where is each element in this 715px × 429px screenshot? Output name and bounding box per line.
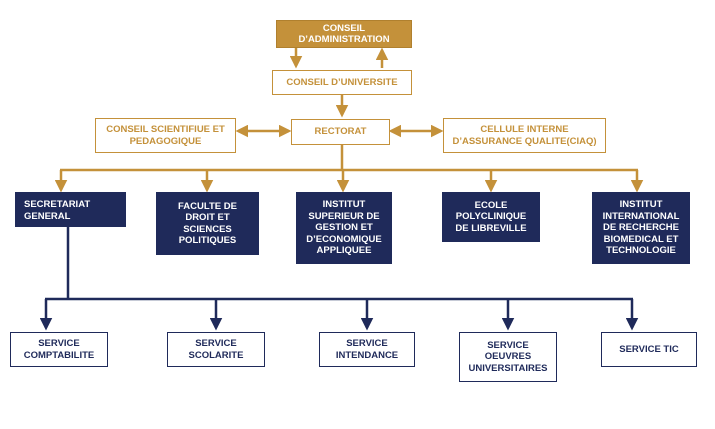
cellule-interne-ciaq-box: CELLULE INTERNE D’ASSURANCE QUALITE(CIAQ… (443, 118, 606, 153)
conseil-scientifique-box: CONSEIL SCIENTIFIUE ET PEDAGOGIQUE (95, 118, 236, 153)
conseil-universite-box: CONSEIL D’UNIVERSITE (272, 70, 412, 95)
service-tic-box: SERVICE TIC (601, 332, 697, 367)
service-comptabilite-box: SERVICE COMPTABILITE (10, 332, 108, 367)
ecole-polyclinique-box: ECOLE POLYCLINIQUE DE LIBREVILLE (442, 192, 540, 242)
service-scolarite-box: SERVICE SCOLARITE (167, 332, 265, 367)
institut-superieur-gestion-box: INSTITUT SUPERIEUR DE GESTION ET D’ECONO… (296, 192, 392, 264)
service-oeuvres-universitaires-box: SERVICE OEUVRES UNIVERSITAIRES (459, 332, 557, 382)
service-intendance-box: SERVICE INTENDANCE (319, 332, 415, 367)
institut-international-recherche-box: INSTITUT INTERNATIONAL DE RECHERCHE BIOM… (592, 192, 690, 264)
faculte-droit-box: FACULTE DE DROIT ET SCIENCES POLITIQUES (156, 192, 259, 255)
conseil-administration-box: CONSEIL D’ADMINISTRATION (276, 20, 412, 48)
secretariat-general-box: SECRETARIAT GENERAL (15, 192, 126, 227)
rectorat-box: RECTORAT (291, 119, 390, 145)
